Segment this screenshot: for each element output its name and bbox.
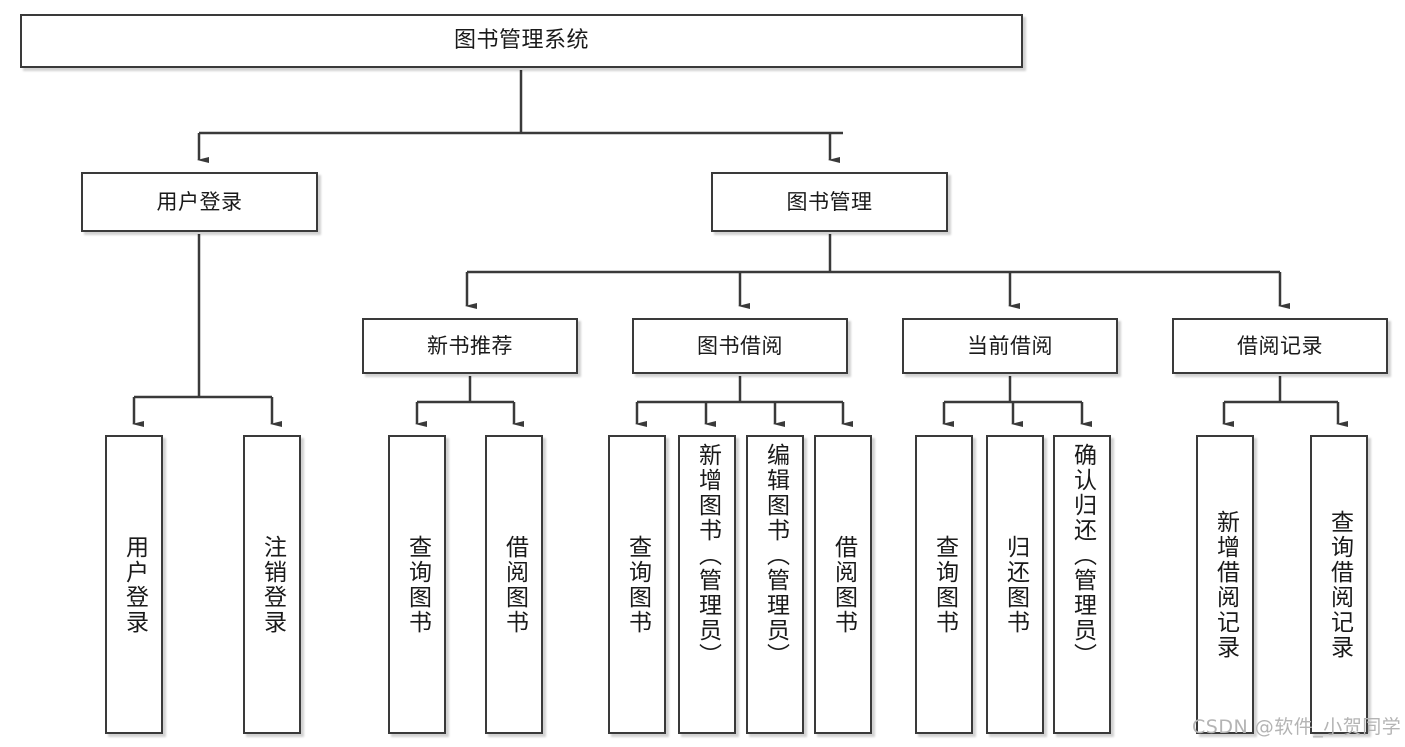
node-user-login-label: 用户登录 xyxy=(156,189,243,214)
leaf-confirm-return[interactable]: 确认归还（管理员） xyxy=(1053,435,1111,734)
leaf-query-record[interactable]: 查询借阅记录 xyxy=(1310,435,1368,734)
node-borrow-record-label: 借阅记录 xyxy=(1237,333,1323,358)
node-root[interactable]: 图书管理系统 xyxy=(20,14,1023,68)
leaf-borrow-book-2[interactable]: 借阅图书 xyxy=(814,435,872,734)
leaf-confirm-return-label: 确认归还（管理员） xyxy=(1069,443,1096,668)
leaf-logout[interactable]: 注销登录 xyxy=(243,435,301,734)
node-user-login[interactable]: 用户登录 xyxy=(81,172,318,232)
leaf-borrow-book-1-label: 借阅图书 xyxy=(501,534,528,635)
node-current-borrow[interactable]: 当前借阅 xyxy=(902,318,1118,374)
leaf-query-book-2[interactable]: 查询图书 xyxy=(608,435,666,734)
csdn-watermark: CSDN @软件_小贺同学 xyxy=(1192,716,1402,738)
node-new-book-rec[interactable]: 新书推荐 xyxy=(362,318,578,374)
leaf-query-book-1-label: 查询图书 xyxy=(404,534,431,635)
node-borrow-record[interactable]: 借阅记录 xyxy=(1172,318,1388,374)
leaf-borrow-book-2-label: 借阅图书 xyxy=(830,534,857,635)
node-new-book-rec-label: 新书推荐 xyxy=(427,333,513,358)
leaf-edit-book[interactable]: 编辑图书（管理员） xyxy=(746,435,804,734)
leaf-user-login[interactable]: 用户登录 xyxy=(105,435,163,734)
node-root-label: 图书管理系统 xyxy=(453,28,589,54)
leaf-borrow-book-1[interactable]: 借阅图书 xyxy=(485,435,543,734)
node-book-manage[interactable]: 图书管理 xyxy=(711,172,948,232)
node-current-borrow-label: 当前借阅 xyxy=(967,333,1053,358)
leaf-add-record-label: 新增借阅记录 xyxy=(1212,509,1239,660)
leaf-query-book-3[interactable]: 查询图书 xyxy=(915,435,973,734)
leaf-logout-label: 注销登录 xyxy=(259,534,286,635)
leaf-user-login-label: 用户登录 xyxy=(121,534,148,635)
leaf-add-book[interactable]: 新增图书（管理员） xyxy=(678,435,736,734)
node-book-borrow[interactable]: 图书借阅 xyxy=(632,318,848,374)
node-book-borrow-label: 图书借阅 xyxy=(697,333,783,358)
node-book-manage-label: 图书管理 xyxy=(786,189,873,214)
leaf-query-book-3-label: 查询图书 xyxy=(931,534,958,635)
leaf-add-book-label: 新增图书（管理员） xyxy=(694,443,721,668)
leaf-return-book-label: 归还图书 xyxy=(1002,534,1029,635)
leaf-query-book-1[interactable]: 查询图书 xyxy=(388,435,446,734)
leaf-edit-book-label: 编辑图书（管理员） xyxy=(762,443,789,668)
leaf-return-book[interactable]: 归还图书 xyxy=(986,435,1044,734)
leaf-query-book-2-label: 查询图书 xyxy=(624,534,651,635)
leaf-add-record[interactable]: 新增借阅记录 xyxy=(1196,435,1254,734)
leaf-query-record-label: 查询借阅记录 xyxy=(1326,509,1353,660)
